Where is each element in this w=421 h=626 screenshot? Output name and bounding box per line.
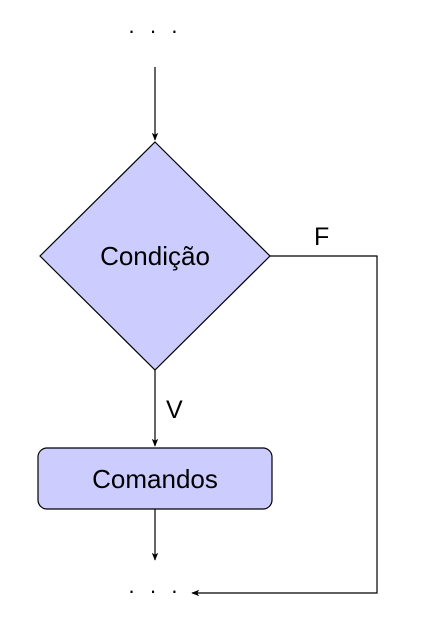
arrow-false-branch: [191, 255, 378, 597]
process-label: Comandos: [92, 464, 218, 494]
false-branch-label: F: [314, 223, 329, 251]
true-branch-label: V: [166, 396, 183, 424]
decision-label: Condição: [100, 241, 210, 271]
end-ellipsis: · · ·: [128, 578, 182, 603]
start-ellipsis: · · ·: [128, 18, 182, 43]
